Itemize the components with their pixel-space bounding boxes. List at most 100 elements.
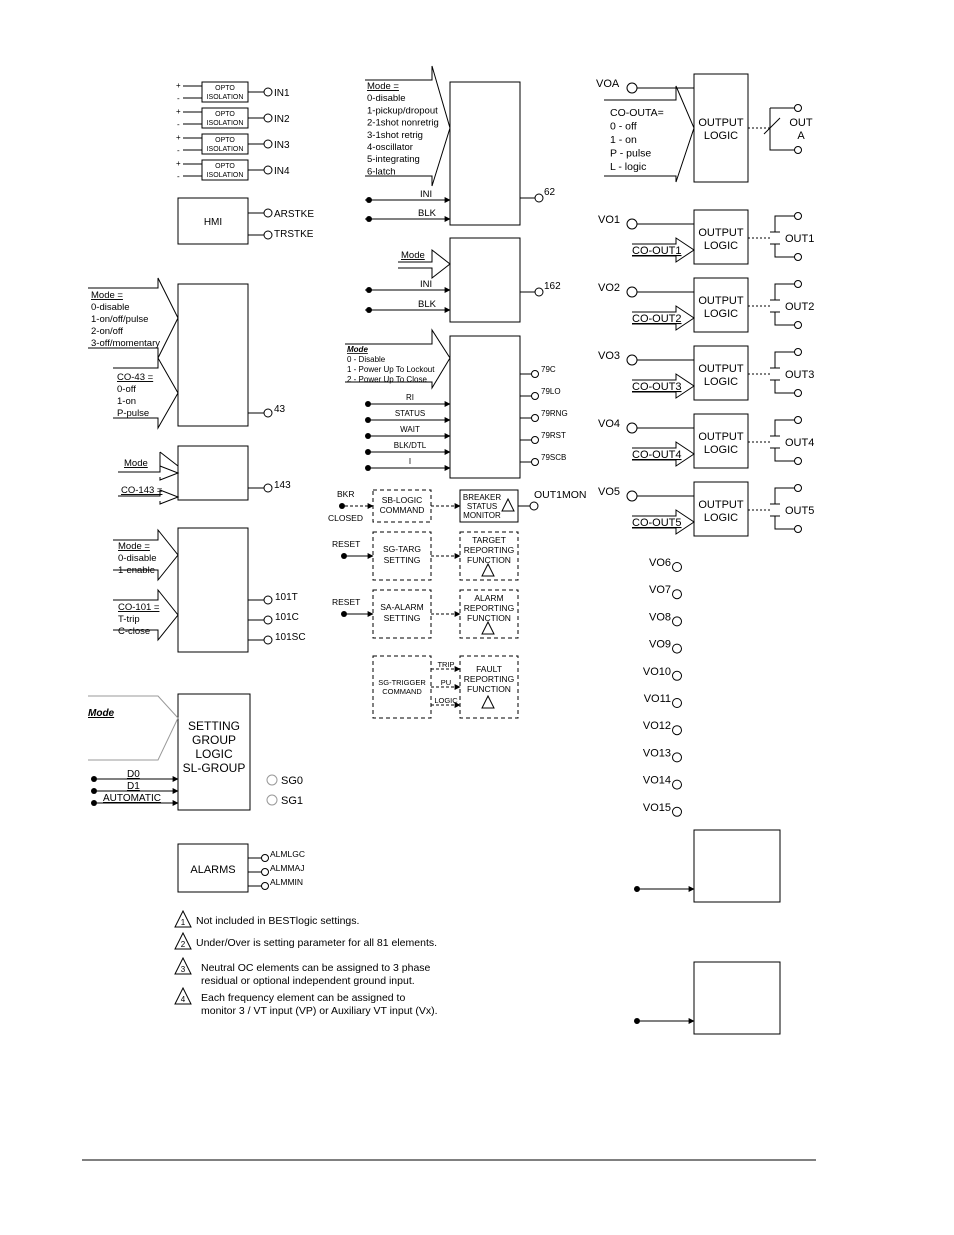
output-terminal xyxy=(261,882,269,890)
text-line: 1 - Power Up To Lockout xyxy=(347,365,435,374)
text-line: A xyxy=(797,130,805,142)
vo-terminal xyxy=(672,698,682,708)
fault-signal: PU xyxy=(441,678,451,687)
block-101-output: 101T xyxy=(275,592,298,603)
output-terminal xyxy=(263,615,273,625)
text-line: 2-on/off xyxy=(91,326,123,337)
note-text: Each frequency element can be assigned t… xyxy=(201,992,405,1004)
alarms-title: ALARMS xyxy=(190,864,235,876)
text-line: 3-off/momentary xyxy=(91,338,160,349)
function-label: FUNCTION xyxy=(467,555,511,565)
output-blocks: VO1CO-OUT1OUTPUTLOGICOUT1VO2CO-OUT2OUTPU… xyxy=(598,209,814,537)
output-terminal xyxy=(531,458,539,466)
warning-icon xyxy=(481,620,495,635)
logic-label: OUTPUT xyxy=(698,431,744,443)
note-text: Neutral OC elements can be assigned to 3… xyxy=(201,962,431,974)
text-line: OUT xyxy=(789,117,813,129)
output-terminal xyxy=(266,774,278,786)
note-text: residual or optional independent ground … xyxy=(201,975,415,987)
note-triangle-icon xyxy=(174,956,192,975)
vo-label: VO1 xyxy=(598,214,620,226)
opto-label: ISOLATION xyxy=(207,172,244,179)
contact-wire xyxy=(774,351,795,394)
block-79-output: 79LO xyxy=(541,387,561,396)
text-line: BREAKER xyxy=(463,493,501,502)
setting-group-input: D0 xyxy=(127,769,140,780)
co-arrow xyxy=(632,509,695,535)
opto-label: OPTO xyxy=(215,111,235,118)
text-line: SL-GROUP xyxy=(183,761,246,775)
output-terminal xyxy=(794,280,802,288)
vo-terminal xyxy=(626,490,638,502)
vo-terminal xyxy=(626,354,638,366)
text-line: 0 - off xyxy=(610,121,637,133)
text-line: COMMAND xyxy=(380,505,425,515)
minus-terminal: - xyxy=(177,146,180,155)
text-line: LOGIC xyxy=(704,130,738,142)
text-line: FUNCTION xyxy=(467,684,511,694)
vo-list-label: VO9 xyxy=(649,639,671,651)
reset-input: RESET xyxy=(332,539,360,549)
plus-terminal: + xyxy=(176,107,181,116)
input-terminal xyxy=(91,788,97,794)
opto-label: ISOLATION xyxy=(207,94,244,101)
opto-label: OPTO xyxy=(215,163,235,170)
text-line: P - pulse xyxy=(610,148,651,160)
text-line: 0-disable xyxy=(118,553,157,564)
text-line: 0-disable xyxy=(91,302,130,313)
note-triangle-icon xyxy=(174,909,192,928)
block-79-input: WAIT xyxy=(400,425,420,434)
co-label: CO-OUT5 xyxy=(632,517,682,529)
minus-terminal: - xyxy=(177,120,180,129)
co-label: CO-OUT3 xyxy=(632,381,682,393)
co-arrow xyxy=(632,305,695,331)
bkr-input: BKR xyxy=(337,489,354,499)
output-terminal xyxy=(531,414,539,422)
vo-list-label: VO7 xyxy=(649,584,671,596)
opto-label: ISOLATION xyxy=(207,120,244,127)
text-line: REPORTING xyxy=(464,674,514,684)
empty-block-lower xyxy=(634,961,781,1035)
function-label: TARGET xyxy=(472,535,506,545)
text-line: Mode = xyxy=(118,541,150,552)
vo-label: VO3 xyxy=(598,350,620,362)
vo-list-label: VO10 xyxy=(643,666,671,678)
note-number: 3 xyxy=(181,965,186,974)
co-label: CO-OUT1 xyxy=(632,245,682,257)
input-terminal xyxy=(365,417,371,423)
reporting-function-box xyxy=(459,531,519,581)
setting-command-box xyxy=(372,531,432,581)
output-terminal xyxy=(794,525,802,533)
logic-label: LOGIC xyxy=(704,512,738,524)
output-terminal xyxy=(531,436,539,444)
warning-icon xyxy=(501,497,515,512)
function-label: REPORTING xyxy=(464,603,514,613)
logic-label: LOGIC xyxy=(704,308,738,320)
text-line: 2-1shot nonretrig xyxy=(367,118,439,129)
out1mon-output: OUT1MON xyxy=(534,489,587,501)
text-line: 0 - Disable xyxy=(347,355,386,364)
co-label: CO-OUT2 xyxy=(632,313,682,325)
text-line: Mode xyxy=(347,345,368,354)
output-terminal xyxy=(261,854,269,862)
setting-group-output: SG0 xyxy=(281,775,303,787)
input-terminal xyxy=(365,449,371,455)
opto-label: OPTO xyxy=(215,137,235,144)
note-number: 4 xyxy=(181,995,186,1004)
setting-group-input: AUTOMATIC xyxy=(103,793,161,804)
opto-label: ISOLATION xyxy=(207,146,244,153)
output-terminal xyxy=(531,370,539,378)
note-text: Under/Over is setting parameter for all … xyxy=(196,937,437,949)
